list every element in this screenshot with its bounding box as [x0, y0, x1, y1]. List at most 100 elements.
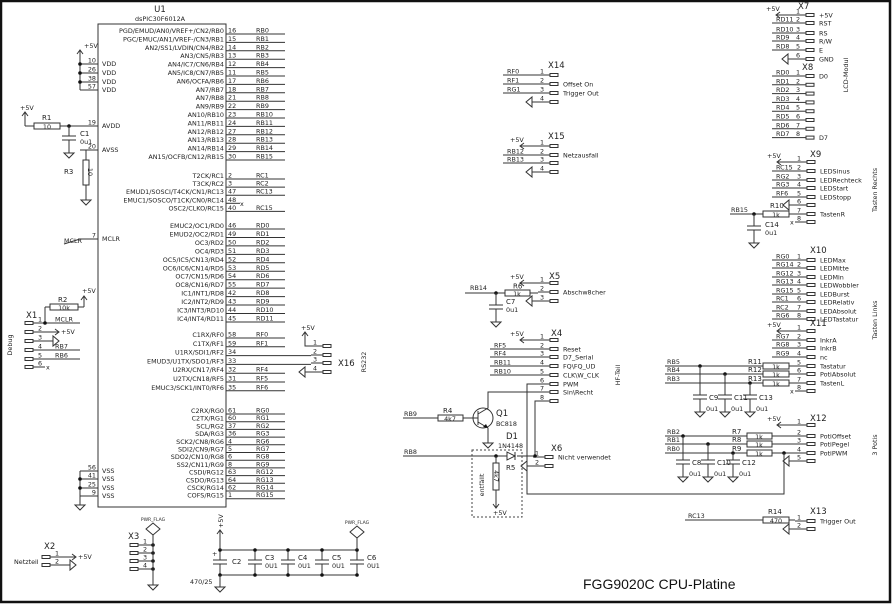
connector-pin [322, 370, 332, 374]
connector-pin-number: 4 [143, 562, 147, 570]
connector-pin [806, 178, 816, 182]
u1-pin-number: 62 [228, 484, 236, 492]
section-label-hf: HF-Teil [614, 365, 622, 386]
net-label: RB11 [494, 359, 511, 367]
net-label: RG0 [776, 253, 789, 261]
connector-pin-label: Tastatur [819, 363, 846, 371]
power-arrow-icon [776, 327, 782, 335]
resistor-value: 4k7 [492, 470, 500, 482]
resistor-ref: R12 [748, 366, 762, 374]
resistor-value: 10 [43, 123, 51, 131]
diode-ref: D1 [506, 432, 518, 442]
net-label: RD6 [256, 272, 269, 280]
junction-dot [78, 477, 82, 481]
junction-dot [286, 573, 290, 577]
connector-pin [549, 299, 559, 303]
u1-pin-name: EMUD1/SOSCI/T4CK/CN1/RC13 [126, 188, 224, 196]
connector-pin-number: 2 [796, 77, 800, 85]
connector-pin [806, 309, 816, 313]
u1-pin-number: 2 [228, 172, 232, 180]
capacitor-value: 470/25 [190, 578, 212, 586]
connector-pin-label: E [819, 47, 823, 55]
connector-pin [549, 399, 559, 403]
connector-pin [806, 186, 816, 190]
capacitor-value: 0U1 [298, 562, 311, 570]
net-label: RC15 [776, 164, 793, 172]
u1-pin-number: 19 [88, 119, 96, 127]
connector-pin-number: 2 [796, 16, 800, 24]
u1-pin-number: 24 [228, 119, 236, 127]
ground-icon [73, 504, 87, 511]
capacitor-value: 0u1 [506, 306, 518, 314]
net-label: RD5 [776, 113, 789, 121]
net-label: RF6 [776, 190, 788, 198]
connector-pin-number: 3 [540, 350, 544, 358]
connector-pin [322, 353, 332, 357]
connector-pin [549, 364, 559, 368]
section-label-potis: 3 Potis [871, 434, 879, 456]
u1-pin-name: OC4/RD3 [195, 247, 224, 255]
connector-pin-number: 7 [797, 376, 801, 384]
u1-pin-name: OC5/IC5/CN13/RD4 [163, 256, 224, 264]
u1-pin-name: AN3/CN5/RB3 [180, 52, 224, 60]
u1-pin-name: VSS [102, 484, 115, 492]
connector-pin-number: 2 [797, 164, 801, 172]
u1-pin-number: 42 [228, 289, 236, 297]
connector-pin-label: LEDRelativ [820, 299, 855, 307]
net-label: RD5 [256, 264, 269, 272]
connector-pin [805, 109, 815, 114]
u1-pin-name: VSS [102, 475, 115, 483]
connector-pin [322, 361, 332, 365]
capacitor-ref: C5 [332, 554, 341, 562]
power-arrow-icon [21, 111, 29, 117]
capacitor-value: 0U1 [367, 562, 380, 570]
connector-pin [549, 91, 559, 95]
net-label: RD1 [776, 77, 789, 85]
net-label: RF5 [494, 342, 506, 350]
connector-pin [806, 423, 816, 427]
junction-dot [78, 486, 82, 490]
connector-pin-number: 2 [38, 325, 42, 333]
connector-pin-number: 7 [797, 304, 801, 312]
capacitor-ref: C13 [759, 394, 773, 402]
connector-pin [806, 329, 816, 333]
power-arrow-icon [76, 49, 84, 55]
ground-icon [693, 411, 707, 418]
connector-pin [549, 144, 559, 148]
connector-pin-number: 1 [797, 324, 801, 332]
u1-pin-number: 4 [228, 437, 232, 445]
net-label: RF5 [256, 375, 268, 383]
connector-pin-label: Trigger Out [562, 90, 599, 98]
u1-pin-name: VSS [102, 467, 115, 475]
connector-pin-number: 5 [797, 287, 801, 295]
ground-icon [747, 242, 761, 249]
connector-pin-number: 8 [797, 215, 801, 223]
net-label: RB14 [470, 284, 487, 292]
power-label-5v: +5V [767, 152, 781, 160]
connector-pin-label: LEDRechteck [820, 177, 862, 185]
u1-pin-name: U2TX/CN18/RF5 [173, 375, 224, 383]
net-label: RG1 [256, 414, 269, 422]
connector-pin-label: Netzausfall [563, 152, 599, 160]
connector-pin-label: Reset [563, 346, 581, 354]
junction-dot [253, 548, 257, 552]
connector-pin [549, 382, 559, 386]
power-label-5v: +5V [510, 330, 524, 338]
connector-pin [806, 160, 816, 164]
connector-pin-label: RS [819, 30, 828, 38]
connector-pin-number: 2 [797, 333, 801, 341]
connector-pin-label: InkrB [820, 345, 837, 353]
connector-pin [24, 339, 34, 343]
net-label: RF0 [256, 331, 268, 339]
connector-pin-label: +5V [819, 12, 833, 20]
net-label: RD3 [776, 95, 789, 103]
net-label: RF1 [507, 77, 519, 85]
net-label: RG14 [776, 261, 794, 269]
diode-value: 1N4148 [498, 442, 523, 450]
connector-ref: X12 [810, 414, 827, 424]
connector-pin-label: D7 [819, 134, 828, 142]
connector-pin [549, 338, 559, 342]
connector-pin [806, 195, 816, 199]
connector-pin-label: LEDStart [820, 185, 849, 193]
